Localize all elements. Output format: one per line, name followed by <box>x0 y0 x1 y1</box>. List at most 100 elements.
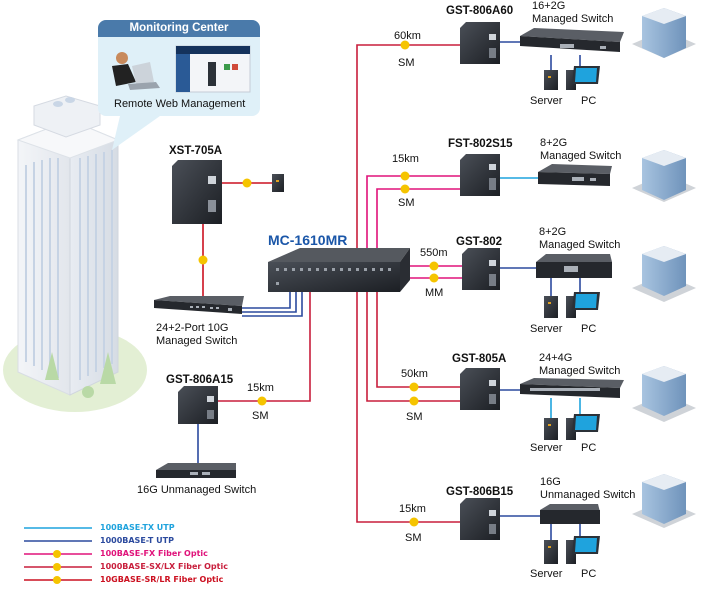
branch-mode: SM <box>398 197 415 209</box>
link-utp-3 <box>242 290 303 317</box>
branch-switch-line2: Unmanaged Switch <box>540 489 636 501</box>
branch-switch-line1: 8+2G <box>539 226 567 238</box>
branch-distance: 550m <box>420 247 448 259</box>
gst-806a15-mode: SM <box>252 410 269 422</box>
monitoring-illustration <box>112 45 251 93</box>
badge-1000-icon <box>429 273 439 283</box>
branch-converter-label: GST-806A60 <box>446 5 514 17</box>
gst-805a-converter-icon <box>460 368 500 410</box>
badge-100-icon <box>400 171 410 181</box>
web-ui-screenshot-icon <box>175 45 251 93</box>
badge-1000-icon <box>400 40 410 50</box>
server-label: Server <box>530 95 563 107</box>
branch-converter-label: GST-802 <box>456 236 503 248</box>
link-utp-2 <box>242 290 297 313</box>
branch-building-icon <box>632 474 696 528</box>
pc-label: PC <box>581 568 597 580</box>
branch-switch-line1: 8+2G <box>540 137 568 149</box>
core-device-label: MC-1610MR <box>268 232 348 248</box>
switch-10g-label-line1: 24+2-Port 10G <box>156 322 229 334</box>
branch-switch-line2: Managed Switch <box>540 150 622 162</box>
branch-mode: SM <box>405 532 422 544</box>
branch-converter-label: GST-806B15 <box>446 486 514 498</box>
link-fiber-gst805a-b <box>366 292 460 402</box>
pc-icon <box>566 292 600 318</box>
branch-building-icon <box>632 150 696 202</box>
link-fiber-fst802s15-b <box>376 188 460 255</box>
legend-item-100base-fx: 100BASE-FX Fiber Optic <box>100 549 208 558</box>
server-icon <box>544 70 558 90</box>
link-fiber-gst806a15 <box>218 290 311 402</box>
monitoring-center-title: Monitoring Center <box>98 20 260 37</box>
branch-switch-line1: 16+2G <box>532 0 566 12</box>
badge-1000-icon <box>409 517 419 527</box>
switch-16-2g-managed-icon <box>520 28 624 52</box>
badge-10g-icon <box>198 255 208 265</box>
branch-distance: 50km <box>401 368 428 380</box>
branch-switch-line2: Managed Switch <box>539 239 621 251</box>
switch-10g-label-line2: Managed Switch <box>156 335 238 347</box>
server-icon <box>544 296 558 318</box>
fiber-badges <box>198 40 439 527</box>
switch-24-4g-managed-icon <box>520 378 624 398</box>
fst-802s15-converter-icon <box>460 154 500 196</box>
branch-switch-line2: Managed Switch <box>539 365 621 377</box>
switch-24-2-10g-icon <box>154 296 244 314</box>
pc-label: PC <box>581 323 597 335</box>
operator-person-icon <box>112 52 136 86</box>
mc-1610mr-chassis-icon <box>268 248 410 292</box>
gst-806a60-converter-icon <box>460 22 500 64</box>
branch-mode: SM <box>406 411 423 423</box>
link-fiber-gst805a-a <box>376 292 460 388</box>
xst-705a-label: XST-705A <box>169 145 223 157</box>
unmanaged-switch-left-label: 16G Unmanaged Switch <box>137 484 257 496</box>
legend-item-100base-tx: 100BASE-TX UTP <box>100 523 175 532</box>
badge-100-icon <box>400 184 410 194</box>
legend-item-1000base-t: 1000BASE-T UTP <box>100 536 174 545</box>
branch-distance: 60km <box>394 30 421 42</box>
pc-icon <box>566 66 600 90</box>
branch-building-icon <box>632 246 696 302</box>
pc-label: PC <box>581 95 597 107</box>
pc-label: PC <box>581 442 597 454</box>
server-label: Server <box>530 442 563 454</box>
branch-converter-label: GST-805A <box>452 353 507 365</box>
branch-building-icon <box>632 366 696 422</box>
badge-1000-icon <box>409 382 419 392</box>
xst-705a-converter-icon <box>172 160 222 224</box>
gst-806b15-converter-icon <box>460 498 500 540</box>
badge-10g-icon <box>242 178 252 188</box>
gst-806a15-label: GST-806A15 <box>166 374 234 386</box>
legend-badge-icon <box>53 550 61 558</box>
legend-badge-icon <box>53 563 61 571</box>
switch-8-2g-managed-b-icon <box>536 254 612 278</box>
link-fiber-gst806a60 <box>356 44 460 255</box>
badge-1000-icon <box>429 261 439 271</box>
monitoring-center-panel: Monitoring Center Remote Web Management <box>98 20 260 116</box>
branch-switch-line1: 24+4G <box>539 352 573 364</box>
branch-switch-line1: 16G <box>540 476 561 488</box>
legend-item-10gbase-sr-lr: 10GBASE-SR/LR Fiber Optic <box>100 575 224 584</box>
branch-mode: SM <box>398 57 415 69</box>
pc-icon <box>566 414 600 440</box>
headquarters-tower-icon <box>16 95 120 398</box>
gst-802-converter-icon <box>462 248 500 290</box>
gst-806a15-converter-icon <box>178 386 218 424</box>
branch-distance: 15km <box>392 153 419 165</box>
switch-8-2g-managed-a-icon <box>538 164 612 186</box>
legend-item-1000base-sx-lx: 1000BASE-SX/LX Fiber Optic <box>100 562 228 571</box>
link-fiber-gst806b15 <box>356 292 460 523</box>
link-utp-1 <box>242 290 291 309</box>
server-label: Server <box>530 568 563 580</box>
branch-switch-line2: Managed Switch <box>532 13 614 25</box>
monitoring-caption: Remote Web Management <box>114 98 246 110</box>
branch-converter-label: FST-802S15 <box>448 138 513 150</box>
server-icon <box>544 418 558 440</box>
server-icon <box>544 540 558 564</box>
legend-lines <box>24 527 92 584</box>
pc-icon <box>566 536 600 564</box>
callout-pointer <box>112 116 160 150</box>
laptop-icon <box>128 62 160 90</box>
branch-buildings <box>632 8 696 528</box>
